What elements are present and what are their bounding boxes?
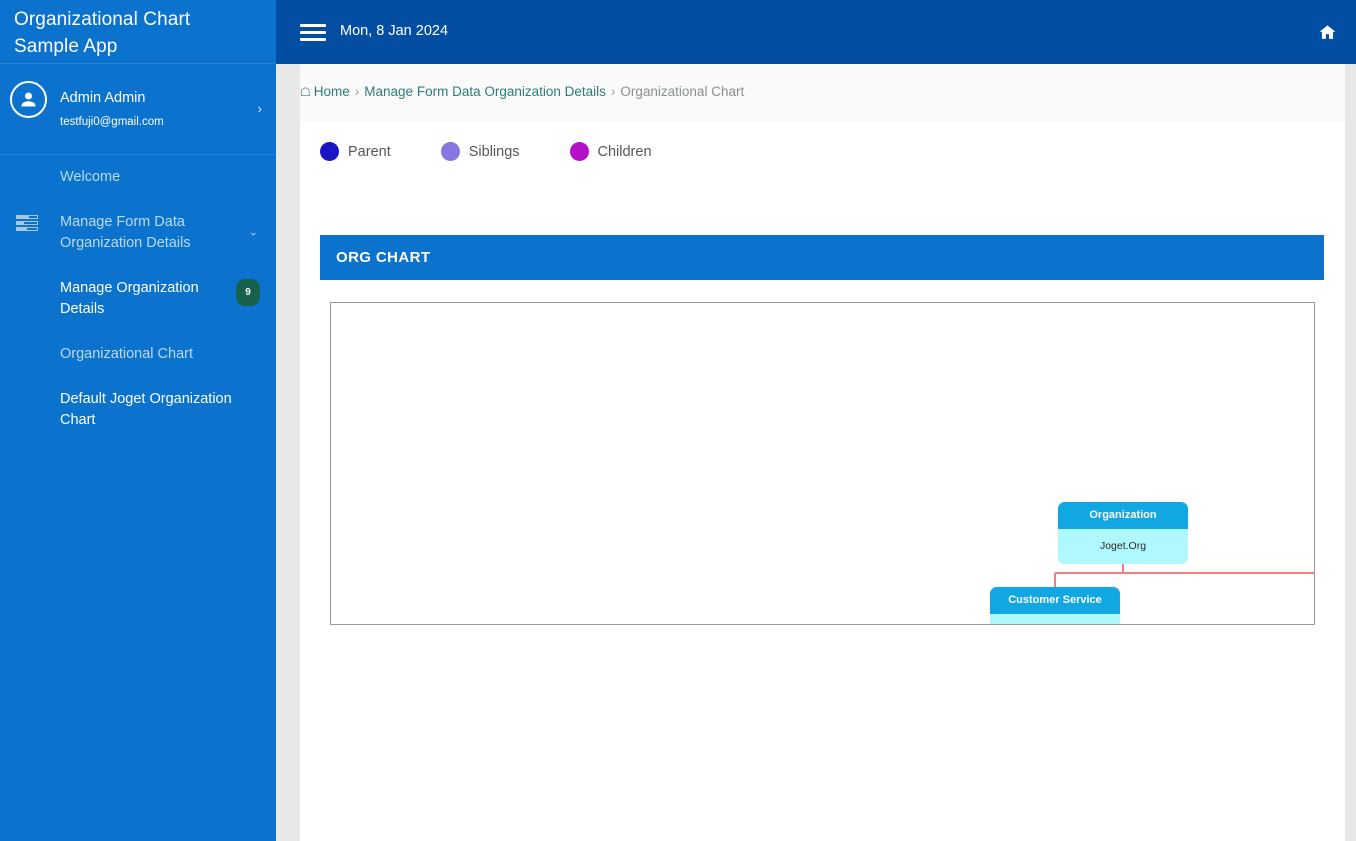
chart-header-title: ORG CHART — [320, 235, 1324, 280]
avatar — [10, 81, 47, 118]
home-icon: ☖ — [300, 85, 311, 99]
list-icon — [16, 215, 38, 231]
user-email: testfuji0@gmail.com — [60, 116, 164, 128]
sidebar-item-manage-form-data[interactable]: Manage Form Data Organization Details ⌄ — [0, 200, 276, 266]
user-profile-block[interactable]: Admin Admin testfuji0@gmail.com › — [0, 63, 276, 155]
legend-color-dot — [569, 142, 589, 161]
sidebar-item-label: Manage Form Data Organization Details — [60, 214, 191, 251]
legend-color-dot — [440, 142, 460, 161]
breadcrumb-home[interactable]: ☖Home — [300, 84, 350, 99]
content-panel: Parent Siblings Children ORG CHART Organ… — [300, 122, 1345, 841]
sidebar-item-welcome[interactable]: Welcome — [0, 155, 276, 200]
org-node-title: Organization — [1058, 502, 1188, 529]
sidebar-item-manage-organization-details[interactable]: Manage Organization Details 9 — [0, 266, 276, 332]
breadcrumb: ☖Home › Manage Form Data Organization Deta… — [300, 84, 744, 99]
sidebar-item-default-joget-organization-chart[interactable]: Default Joget Organization Chart — [0, 377, 276, 443]
sidebar: Organizational Chart Sample App Admin Ad… — [0, 0, 276, 841]
sidebar-item-label: Default Joget Organization Chart — [60, 391, 232, 428]
legend-label: Parent — [348, 143, 391, 160]
org-chart-connectors — [1054, 559, 1314, 587]
legend-label: Children — [597, 143, 652, 160]
legend-item-parent: Parent — [320, 142, 391, 161]
legend-label: Siblings — [468, 143, 520, 160]
legend-color-dot — [320, 142, 339, 161]
org-node-subtitle: Joget.Org — [1058, 529, 1188, 564]
sidebar-item-label: Organizational Chart — [60, 346, 193, 362]
sidebar-item-label: Welcome — [60, 169, 121, 185]
legend-item-siblings: Siblings — [440, 142, 520, 161]
chevron-right-icon[interactable]: › — [257, 101, 262, 116]
top-navigation-bar: Mon, 8 Jan 2024 — [276, 0, 1356, 64]
app-title: Organizational Chart Sample App — [14, 9, 191, 57]
main-content: ☖Home › Manage Form Data Organization Deta… — [300, 64, 1345, 841]
breadcrumb-level2[interactable]: Manage Form Data Organization Details — [364, 84, 606, 99]
current-date: Mon, 8 Jan 2024 — [340, 23, 449, 39]
org-node-subtitle: Hannah (HOD) — [990, 614, 1120, 624]
legend-item-children: Children — [569, 142, 652, 161]
breadcrumb-separator: › — [610, 84, 616, 99]
breadcrumb-current: Organizational Chart — [620, 84, 745, 99]
sidebar-item-label: Manage Organization Details — [60, 280, 199, 317]
chevron-down-icon[interactable]: ⌄ — [248, 226, 258, 239]
status-badge: 9 — [236, 279, 260, 306]
org-node-title: Customer Service — [990, 587, 1120, 614]
org-node-cs[interactable]: Customer ServiceHannah (HOD) — [990, 587, 1120, 624]
legend: Parent Siblings Children — [320, 142, 702, 161]
user-name: Admin Admin — [60, 90, 146, 106]
hamburger-icon[interactable] — [300, 24, 326, 41]
page-scroll-gutter — [276, 0, 300, 841]
home-icon[interactable] — [1312, 17, 1342, 47]
breadcrumb-separator: › — [354, 84, 360, 99]
sidebar-item-organizational-chart[interactable]: Organizational Chart — [0, 332, 276, 377]
